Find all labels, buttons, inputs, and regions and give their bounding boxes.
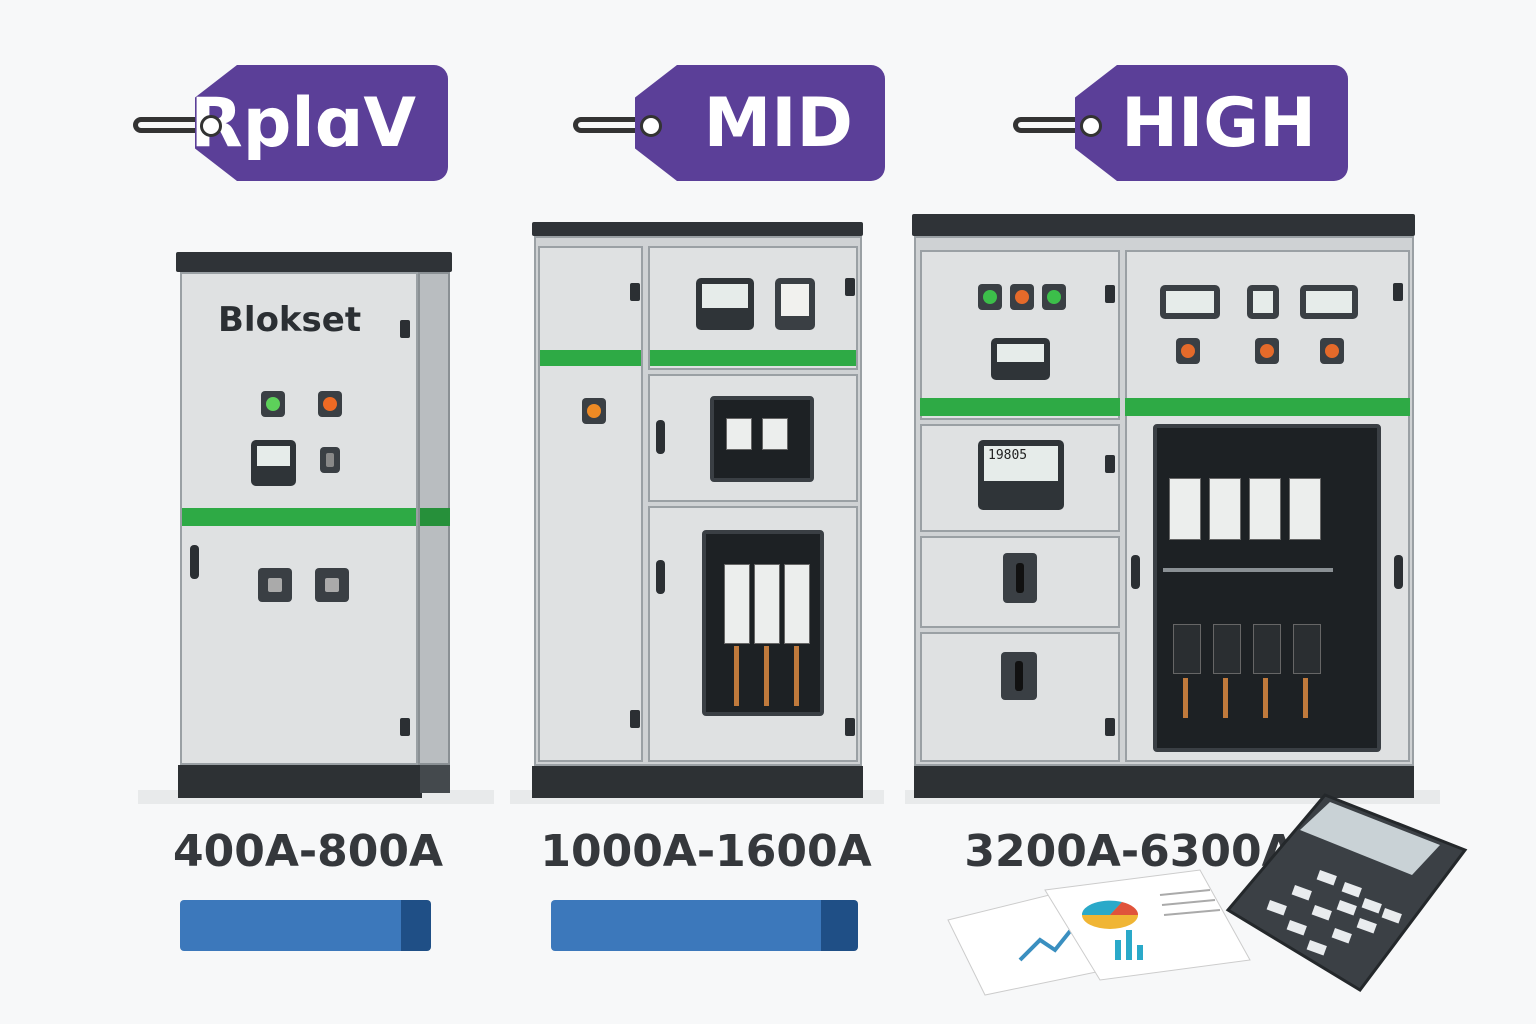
green-stripe-side: [420, 508, 450, 526]
door-handle: [656, 420, 665, 454]
busbar: [1303, 678, 1308, 718]
breaker: [1253, 624, 1281, 674]
lock-icon: [1105, 718, 1115, 736]
breaker: [724, 564, 750, 644]
busbar: [764, 646, 769, 706]
meter-display: [1300, 285, 1358, 319]
door-handle: [1131, 555, 1140, 589]
lock-icon: [400, 320, 410, 338]
indicator-light-orange: [318, 391, 342, 417]
meter-display: [991, 338, 1050, 380]
level-bar-low: [180, 900, 431, 951]
breaker: [784, 564, 810, 644]
lock-icon: [400, 718, 410, 736]
shelf: [1163, 568, 1333, 572]
breaker: [1249, 478, 1281, 540]
breaker: [1293, 624, 1321, 674]
meter-display: [251, 440, 296, 486]
meter-display: [1160, 285, 1220, 319]
calculator-icon: [1225, 793, 1468, 992]
brand-label: Blokset: [218, 300, 362, 340]
chart-paper: [1044, 869, 1251, 981]
lock-icon: [845, 278, 855, 296]
tag-hole: [200, 115, 222, 137]
green-stripe: [650, 350, 856, 366]
level-bar-mid: [551, 900, 858, 951]
breaker: [726, 418, 752, 450]
indicator-light-orange: [1176, 338, 1200, 364]
tag-label-low: RplɑV: [195, 65, 448, 181]
green-stripe: [1125, 398, 1410, 416]
indicator-light-green: [1042, 284, 1066, 310]
switch: [320, 447, 340, 473]
breaker: [1289, 478, 1321, 540]
lock-icon: [630, 710, 640, 728]
range-label-mid: 1000A-1600A: [540, 826, 872, 877]
door-handle: [1394, 555, 1403, 589]
indicator-light-orange: [1010, 284, 1034, 310]
breaker: [1209, 478, 1241, 540]
breaker-compartment: [1153, 424, 1381, 752]
busbar: [794, 646, 799, 706]
socket: [258, 568, 292, 602]
door-handle: [656, 560, 665, 594]
cabinet-door: [920, 250, 1120, 420]
lock-icon: [630, 283, 640, 301]
indicator-light-orange: [1320, 338, 1344, 364]
green-stripe: [920, 398, 1120, 416]
green-stripe: [540, 350, 641, 366]
breaker: [762, 418, 788, 450]
door-handle: [190, 545, 199, 579]
cabinet-top: [176, 252, 452, 272]
lock-icon: [1105, 455, 1115, 473]
indicator-light-green: [978, 284, 1002, 310]
lock-icon: [1105, 285, 1115, 303]
breaker-window: [702, 530, 824, 716]
tag-label-mid: MID: [635, 65, 885, 181]
indicator-light-orange: [582, 398, 606, 424]
tag-hole: [1080, 115, 1102, 137]
breaker: [1213, 624, 1241, 674]
busbar: [1183, 678, 1188, 718]
lock-icon: [1393, 283, 1403, 301]
cabinet-top: [912, 214, 1415, 236]
cabinet-base: [914, 766, 1414, 798]
rotary-switch: [1003, 553, 1037, 603]
cabinet-top: [532, 222, 863, 236]
breaker: [754, 564, 780, 644]
busbar: [1263, 678, 1268, 718]
busbar: [1223, 678, 1228, 718]
indicator-light-orange: [1255, 338, 1279, 364]
breaker-window: [710, 396, 814, 482]
calculator-and-reports-illustration: [947, 793, 1468, 996]
meter-display: [775, 278, 815, 330]
indicator-light-green: [261, 391, 285, 417]
rotary-switch: [1001, 652, 1037, 700]
range-label-high: 3200A-6300A: [964, 826, 1296, 877]
range-label-low: 400A-800A: [172, 826, 444, 877]
breaker: [1173, 624, 1201, 674]
lock-icon: [845, 718, 855, 736]
meter-display: [1247, 285, 1279, 319]
meter-display: [696, 278, 754, 330]
cabinet-base-side: [420, 765, 450, 793]
meter-reading: 19805: [984, 446, 1058, 481]
green-stripe: [182, 508, 416, 526]
tag-hole: [640, 115, 662, 137]
tag-label-high: HIGH: [1075, 65, 1348, 181]
busbar: [734, 646, 739, 706]
cabinet-door-left: [538, 246, 643, 762]
cabinet-base: [178, 765, 422, 798]
socket: [315, 568, 349, 602]
cabinet-base: [532, 766, 863, 798]
breaker: [1169, 478, 1201, 540]
meter-display: 19805: [978, 440, 1064, 510]
